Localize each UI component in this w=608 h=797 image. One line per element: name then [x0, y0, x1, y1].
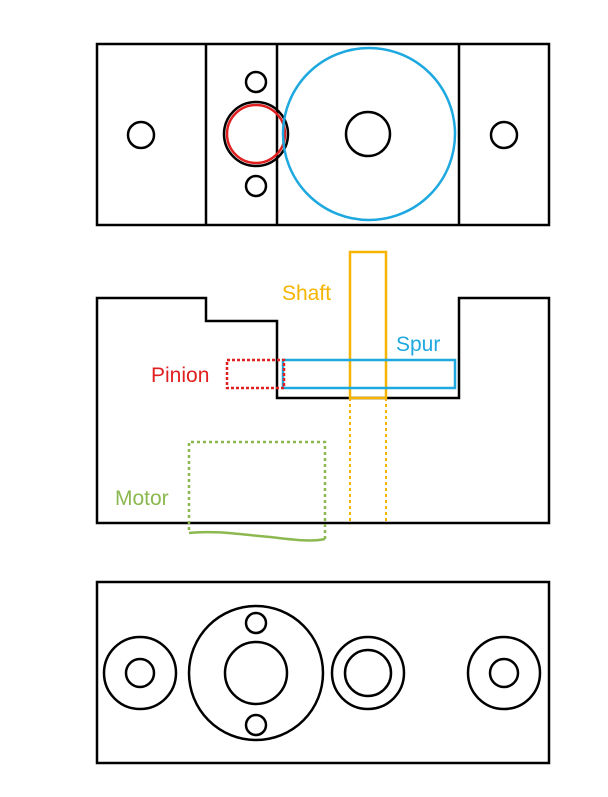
- bottom-view: [95, 580, 551, 765]
- shaft-body: [348, 250, 388, 400]
- top-small-hole-upper: [244, 70, 268, 94]
- top-left-mount-hole: [126, 120, 156, 150]
- top-view: [95, 42, 551, 227]
- motor-body: [187, 440, 327, 539]
- top-small-hole-lower: [244, 174, 268, 198]
- top-view-housing: [95, 42, 551, 227]
- bottom-flange-screw-upper: [244, 611, 268, 635]
- bottom-motor-flange-outer: [187, 604, 325, 742]
- top-output-shaft-hole: [344, 110, 392, 158]
- bottom-left-boss-outer: [102, 635, 178, 711]
- bottom-view-housing: [95, 580, 551, 765]
- motor-label: Motor: [115, 487, 169, 510]
- bottom-left-boss-inner: [124, 657, 156, 689]
- spur-label: Spur: [396, 333, 440, 356]
- bottom-right-boss-outer: [466, 635, 542, 711]
- bottom-flange-screw-lower: [244, 713, 268, 737]
- top-right-mount-hole: [489, 120, 519, 150]
- top-motor-circle: [222, 100, 290, 168]
- top-pinion-circle: [225, 103, 287, 165]
- bottom-shaft-boss-inner: [343, 648, 393, 698]
- pinion-body: [225, 358, 286, 390]
- top-spur-gear-circle: [281, 46, 457, 222]
- bottom-shaft-boss-outer: [330, 635, 406, 711]
- bottom-motor-flange-inner: [223, 640, 289, 706]
- bottom-right-boss-inner: [488, 657, 520, 689]
- spur-gear-body: [281, 358, 457, 390]
- pinion-label: Pinion: [151, 364, 209, 387]
- shaft-label: Shaft: [282, 282, 331, 305]
- motor-bottom-edge: [188, 530, 326, 542]
- side-view: Shaft Spur Pinion Motor: [95, 250, 551, 542]
- side-view-housing-outline: [95, 296, 551, 525]
